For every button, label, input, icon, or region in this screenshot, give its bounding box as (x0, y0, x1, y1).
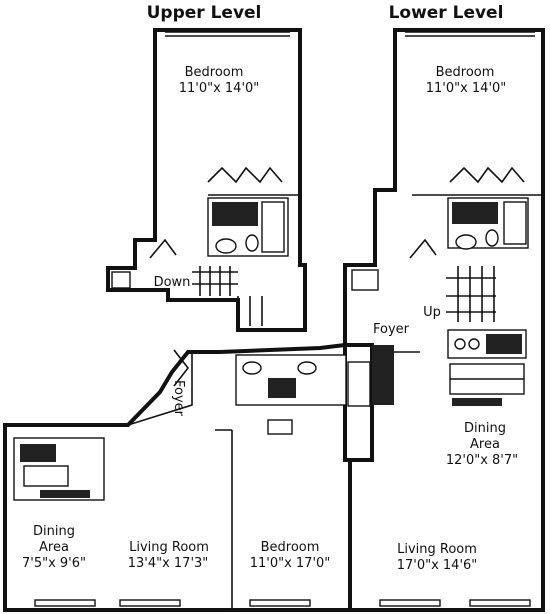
main-dining-name-1: Dining (33, 524, 75, 539)
upper-stair-label: Down (154, 275, 191, 290)
main-foyer-label: Foyer (171, 380, 186, 417)
lower-living-name: Living Room (397, 542, 477, 557)
main-bedroom-name: Bedroom (261, 540, 320, 555)
upper-level-plan (106, 28, 307, 332)
lower-bedroom-name: Bedroom (436, 65, 495, 80)
lower-foyer-label: Foyer (373, 322, 410, 337)
main-living-name: Living Room (129, 540, 209, 555)
lower-dining-name-2: Area (470, 437, 500, 452)
main-living-dims: 13'4"x 17'3" (128, 556, 209, 571)
main-level-plan (3, 342, 371, 612)
lower-stair-label: Up (423, 305, 441, 320)
main-dining-name-2: Area (39, 540, 69, 555)
lower-dining-dims: 12'0"x 8'7" (446, 453, 518, 468)
main-dining-dims: 7'5"x 9'6" (22, 556, 86, 571)
lower-living-dims: 17'0"x 14'6" (397, 558, 478, 573)
main-bedroom-dims: 11'0"x 17'0" (250, 556, 331, 571)
upper-bedroom-name: Bedroom (185, 65, 244, 80)
upper-level-title: Upper Level (147, 3, 262, 23)
lower-dining-name-1: Dining (464, 421, 506, 436)
upper-bedroom-dims: 11'0"x 14'0" (179, 81, 260, 96)
lower-level-title: Lower Level (389, 3, 504, 23)
lower-level-plan (343, 28, 545, 612)
lower-bedroom-dims: 11'0"x 14'0" (426, 81, 507, 96)
